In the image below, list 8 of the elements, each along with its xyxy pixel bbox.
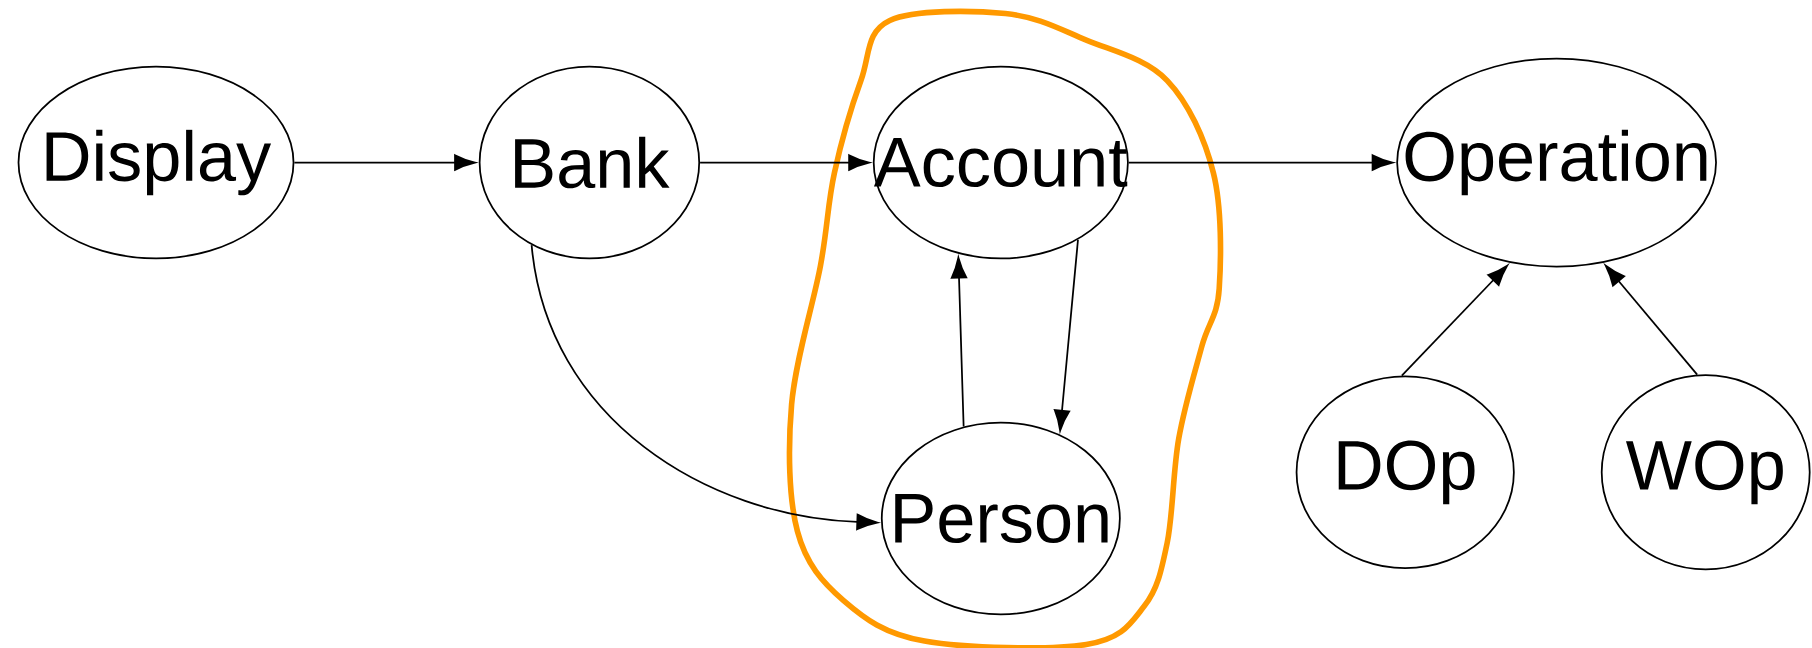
arrow [1127, 154, 1394, 171]
highlight-loop [786, 8, 1224, 648]
arrow [530, 244, 879, 531]
arrow [950, 256, 968, 428]
arrow [1604, 264, 1699, 376]
arrow [1400, 264, 1509, 377]
arrow [293, 154, 476, 171]
arrow [1053, 238, 1079, 432]
